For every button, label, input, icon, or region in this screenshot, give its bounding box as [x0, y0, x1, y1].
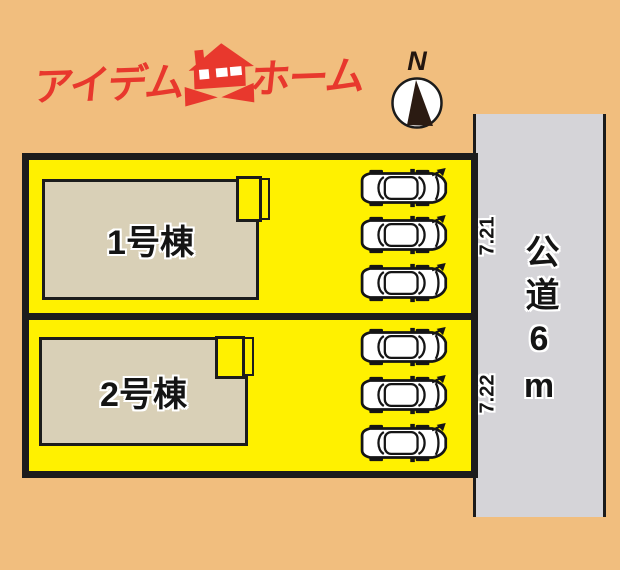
building-2: 2号棟 — [39, 337, 248, 446]
road: 公道6m — [473, 114, 606, 517]
car-icon — [360, 215, 448, 255]
compass-north-label: N — [407, 46, 427, 76]
building-2-label: 2号棟 — [100, 376, 187, 414]
frontage-dimension-lot1: 7.21 — [476, 216, 499, 256]
logo-text-left: アイデム — [31, 60, 186, 110]
road-label: 公道6m — [520, 234, 558, 414]
car-icon — [360, 263, 448, 303]
building-1: 1号棟 — [42, 179, 259, 300]
building-1-porch — [236, 176, 262, 222]
logo-text-right: ホーム — [248, 54, 366, 103]
car-icon — [360, 327, 448, 367]
logo: アイデム ホーム — [31, 38, 366, 117]
building-1-label: 1号棟 — [107, 224, 194, 262]
car-icon — [360, 423, 448, 463]
car-icon — [360, 168, 448, 208]
plot-outline: 1号棟 — [22, 153, 478, 478]
building-2-porch — [215, 336, 245, 379]
car-icon — [360, 375, 448, 415]
frontage-dimension-lot2: 7.22 — [476, 374, 499, 414]
lot-divider — [22, 313, 478, 320]
compass-icon — [391, 77, 443, 129]
compass: N — [388, 48, 446, 130]
house-icon — [184, 43, 255, 107]
